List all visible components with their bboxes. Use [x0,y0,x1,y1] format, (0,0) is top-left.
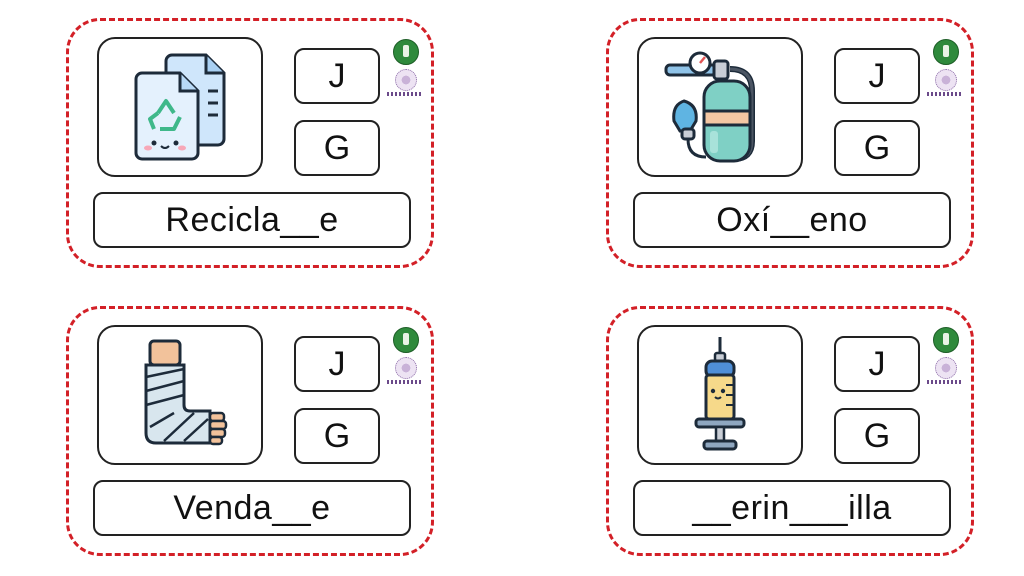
word-blank-field: Oxí__eno [633,192,951,248]
option-g-button[interactable]: G [294,120,380,176]
picture-frame [637,325,803,465]
syringe-icon [694,337,746,451]
picture-frame [97,325,263,465]
picture-frame [637,37,803,177]
logo-caption-mark [927,380,963,384]
green-logo-icon [933,327,959,353]
option-j-button[interactable]: J [834,336,920,392]
card-vendaje: J G Venda__e [66,306,434,556]
logo-caption-mark [387,92,423,96]
green-logo-icon [393,39,419,65]
logo-caption-mark [927,92,963,96]
author-logo [927,39,963,99]
seal-logo-icon [935,357,957,379]
seal-logo-icon [395,69,417,91]
seal-logo-icon [395,357,417,379]
oxygen-tank-icon [664,51,755,163]
word-blank-field: __erin___illa [633,480,951,536]
author-logo [387,39,423,99]
card-recicla: J G Recicla__e [66,18,434,268]
option-j-button[interactable]: J [294,48,380,104]
seal-logo-icon [935,69,957,91]
recycled-paper-icon [134,53,226,161]
option-j-button[interactable]: J [834,48,920,104]
author-logo [927,327,963,387]
bandaged-arm-icon [144,339,228,446]
option-g-button[interactable]: G [834,120,920,176]
author-logo [387,327,423,387]
green-logo-icon [393,327,419,353]
picture-frame [97,37,263,177]
logo-caption-mark [387,380,423,384]
option-j-button[interactable]: J [294,336,380,392]
green-logo-icon [933,39,959,65]
word-blank-field: Venda__e [93,480,411,536]
option-g-button[interactable]: G [294,408,380,464]
card-oxigeno: J G Oxí__eno [606,18,974,268]
option-g-button[interactable]: G [834,408,920,464]
word-blank-field: Recicla__e [93,192,411,248]
card-jeringuilla: J G __erin___illa [606,306,974,556]
